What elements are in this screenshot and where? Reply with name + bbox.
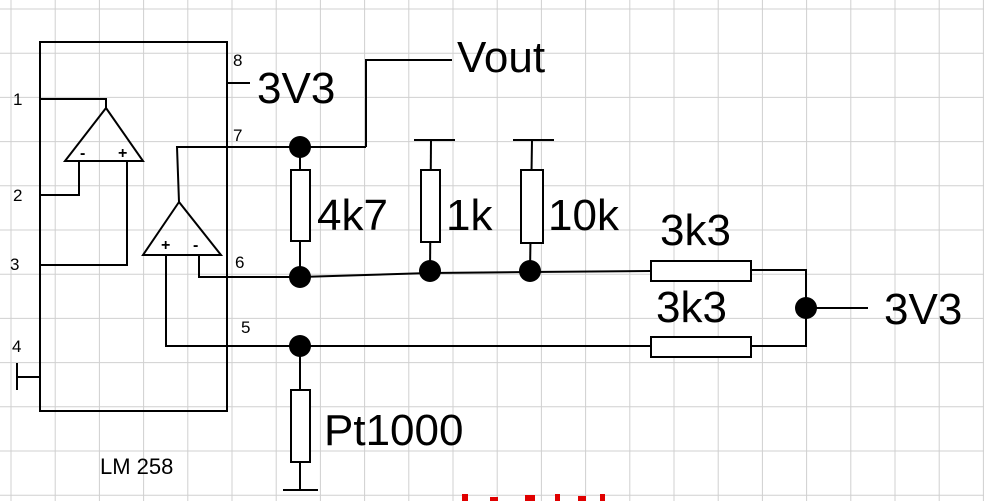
junction-dot [289, 335, 311, 357]
resistor-1k-label: 1k [446, 191, 493, 240]
pin-4-label: 4 [12, 337, 21, 356]
pin-3-label: 3 [10, 255, 19, 274]
supply-label-right: 3V3 [884, 285, 962, 334]
opamp-2-plus: + [161, 237, 170, 254]
opamp-1-plus: + [118, 145, 127, 162]
resistor-3k3-upper-label: 3k3 [660, 206, 731, 255]
red-annotation-fragment [462, 494, 605, 501]
resistor-4k7 [290, 169, 311, 242]
junction-dot [289, 136, 311, 158]
opamp-2 [141, 200, 224, 256]
vout-wire [365, 59, 452, 147]
pin-8-label: 8 [233, 51, 242, 70]
junction-dot [795, 297, 817, 319]
junction-dot [519, 260, 541, 282]
junction-dot [419, 260, 441, 282]
pin-5-label: 5 [241, 318, 250, 337]
pin-7-label: 7 [233, 126, 242, 145]
pin-2-wire [40, 161, 80, 196]
opamp-1 [62, 106, 145, 162]
resistor-10k [520, 169, 544, 244]
vout-label: Vout [457, 33, 545, 82]
resistor-3k3-lower-label: 3k3 [656, 283, 727, 332]
resistor-3k3-lower [650, 336, 752, 358]
pin-1-wire [40, 98, 107, 108]
opamp-2-minus: - [193, 237, 198, 254]
ic-body [39, 41, 228, 412]
inverting-input-wire [198, 255, 652, 278]
pin-1-label: 1 [13, 90, 22, 109]
pin-2-label: 2 [13, 186, 22, 205]
opamp-1-minus: - [80, 145, 85, 162]
supply-label-top: 3V3 [257, 64, 335, 113]
pin-3-wire [40, 161, 128, 266]
junction-dot [289, 266, 311, 288]
output-wire [175, 146, 366, 203]
pin-6-label: 6 [235, 253, 244, 272]
noninverting-input-wire [165, 255, 651, 347]
resistor-pt1000 [290, 389, 311, 463]
resistor-3k3-upper [650, 260, 752, 282]
resistor-10k-label: 10k [548, 191, 620, 240]
resistor-1k [420, 169, 441, 243]
resistor-4k7-label: 4k7 [317, 191, 388, 240]
ic-name: LM 258 [100, 454, 173, 479]
resistor-pt1000-label: Pt1000 [324, 406, 463, 455]
